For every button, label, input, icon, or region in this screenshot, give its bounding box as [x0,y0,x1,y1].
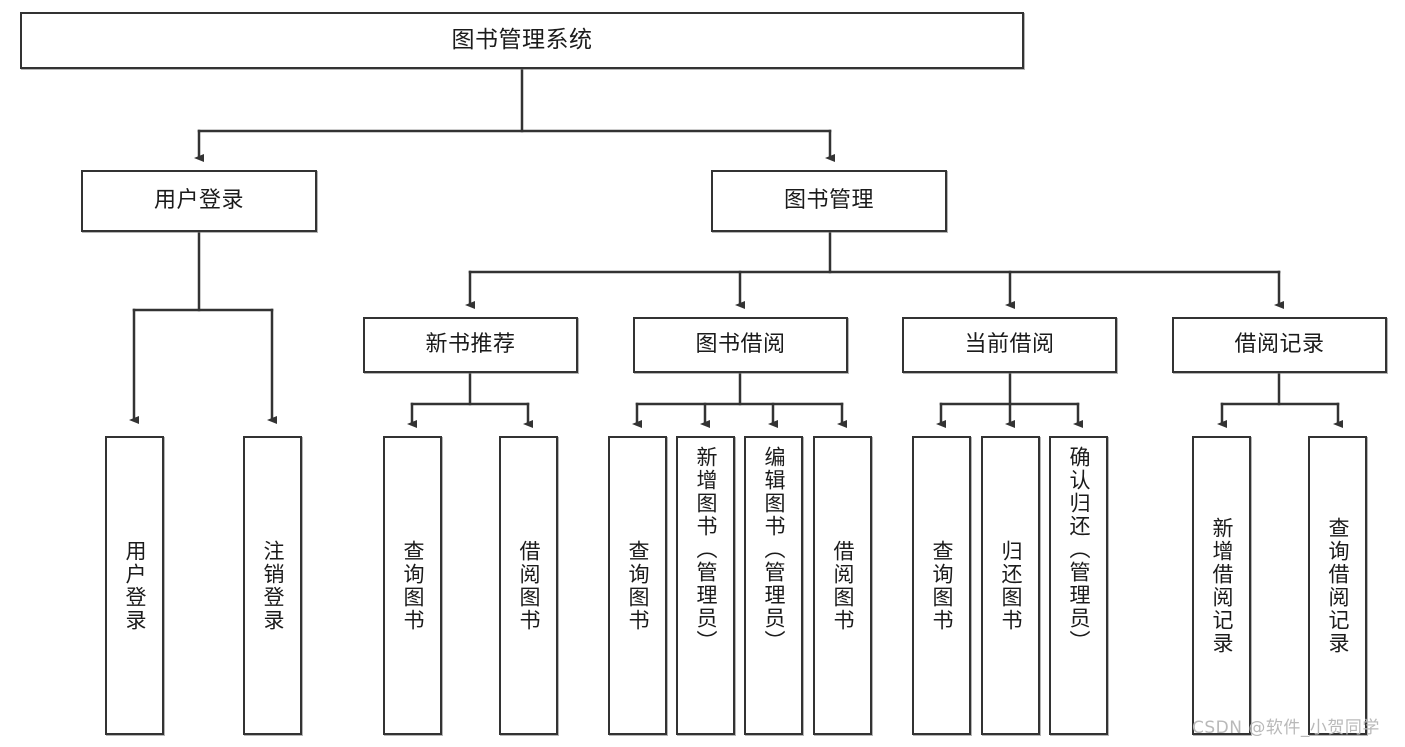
node-label: 查询图书 [401,539,425,632]
node-leaf-edit-book[interactable]: 编辑图书（管理员） [744,436,803,735]
node-leaf-return-book[interactable]: 归还图书 [981,436,1040,735]
node-new-book-recommend[interactable]: 新书推荐 [363,317,578,373]
node-leaf-borrow-book-1[interactable]: 借阅图书 [499,436,558,735]
node-label: 归还图书 [999,539,1023,632]
node-label: 图书管理系统 [451,26,593,53]
node-leaf-confirm-return[interactable]: 确认归还（管理员） [1049,436,1108,735]
node-label: 查询借阅记录 [1326,516,1350,655]
node-book-borrow[interactable]: 图书借阅 [633,317,848,373]
node-label: 新增借阅记录 [1210,516,1234,655]
node-leaf-query-book-1[interactable]: 查询图书 [383,436,442,735]
node-leaf-user-login[interactable]: 用户登录 [105,436,164,735]
node-label: 图书管理 [783,188,874,214]
node-book-management[interactable]: 图书管理 [711,170,947,232]
csdn-watermark: CSDN @软件_小贺同学 [1192,718,1380,738]
node-user-login[interactable]: 用户登录 [81,170,317,232]
node-leaf-borrow-book-2[interactable]: 借阅图书 [813,436,872,735]
node-root-book-management-system[interactable]: 图书管理系统 [20,12,1024,69]
node-label: 借阅图书 [517,539,541,632]
node-label: 用户登录 [153,188,244,214]
node-label: 借阅记录 [1234,332,1325,358]
node-label: 查询图书 [626,539,650,632]
node-borrow-record[interactable]: 借阅记录 [1172,317,1387,373]
node-label: 编辑图书（管理员） [762,446,786,653]
node-leaf-add-book[interactable]: 新增图书（管理员） [676,436,735,735]
node-leaf-query-book-2[interactable]: 查询图书 [608,436,667,735]
node-label: 当前借阅 [964,332,1055,358]
node-label: 用户登录 [123,539,147,632]
node-leaf-query-record[interactable]: 查询借阅记录 [1308,436,1367,735]
node-leaf-query-book-3[interactable]: 查询图书 [912,436,971,735]
node-label: 新书推荐 [425,332,516,358]
node-current-borrow[interactable]: 当前借阅 [902,317,1117,373]
node-label: 注销登录 [261,539,285,632]
node-leaf-logout-login[interactable]: 注销登录 [243,436,302,735]
node-label: 新增图书（管理员） [694,446,718,653]
node-label: 借阅图书 [831,539,855,632]
node-label: 查询图书 [930,539,954,632]
node-label: 图书借阅 [695,332,786,358]
node-label: 确认归还（管理员） [1067,446,1091,653]
node-leaf-add-record[interactable]: 新增借阅记录 [1192,436,1251,735]
